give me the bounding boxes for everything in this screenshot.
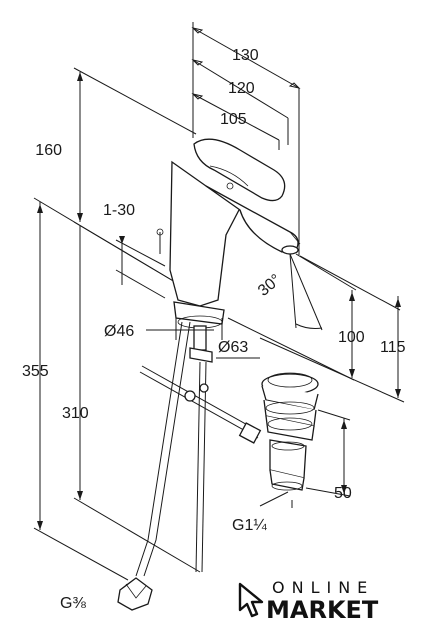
dim-50: 50 (334, 485, 352, 502)
logo-line-1: ONLINE (272, 578, 375, 597)
dim-1-30: 1-30 (103, 202, 135, 219)
dim-310: 310 (62, 405, 89, 422)
dim-100: 100 (338, 329, 365, 346)
dim-30deg: 30° (255, 271, 284, 300)
dim-160: 160 (35, 142, 62, 159)
cursor-icon (238, 582, 264, 618)
left-dimensions (33, 67, 201, 581)
diameter-leaders (146, 318, 260, 359)
logo-line-2: MARKET (266, 596, 379, 624)
dim-g38: G⅜ (60, 595, 86, 612)
dim-g114: G1¼ (232, 517, 267, 534)
dim-105: 105 (220, 111, 247, 128)
dim-130: 130 (232, 47, 259, 64)
online-market-logo: ONLINE MARKET (236, 578, 396, 630)
dim-d63: Ø63 (218, 339, 248, 356)
drain-fitting (259, 372, 319, 507)
right-dimensions (227, 253, 405, 403)
dim-d46: Ø46 (104, 323, 134, 340)
dim-50-lines (305, 409, 351, 497)
dim-355: 355 (22, 363, 49, 380)
supply-hoses (117, 321, 207, 611)
top-dimensions (191, 22, 301, 255)
popup-rod (139, 365, 262, 444)
faucet-body (156, 138, 301, 363)
dim-120: 120 (228, 80, 255, 97)
spray-angle (289, 253, 323, 331)
dim-115: 115 (380, 339, 406, 356)
